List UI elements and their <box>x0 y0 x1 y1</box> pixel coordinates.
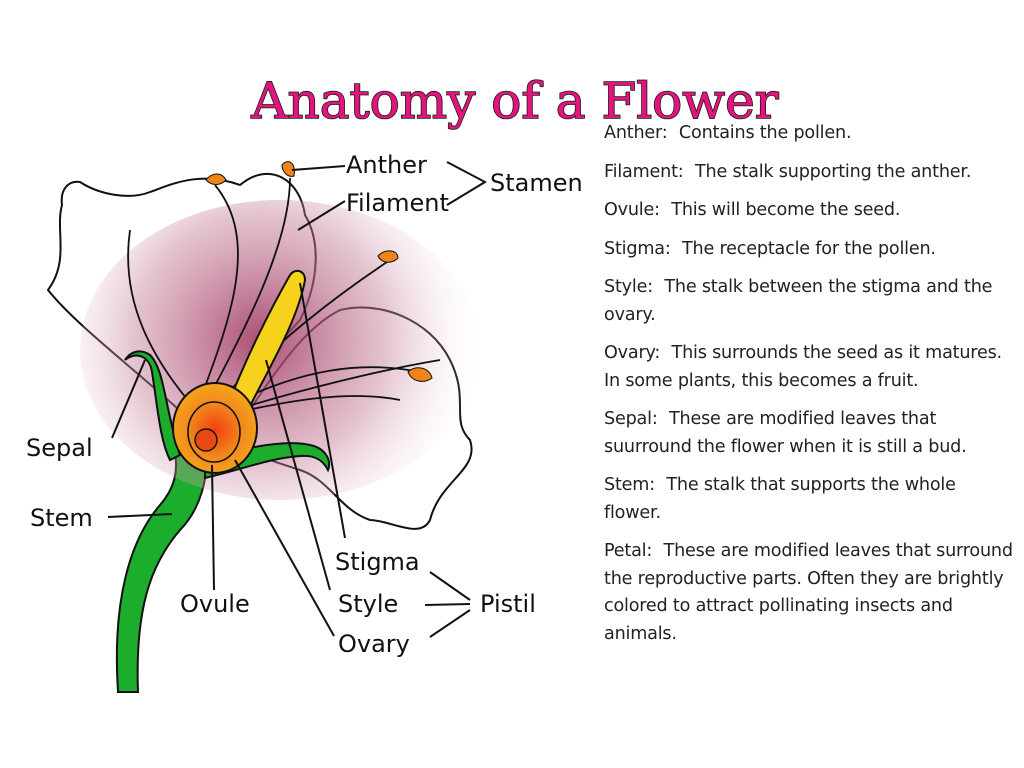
sepal-left <box>124 350 182 462</box>
label-filament: Filament <box>346 189 449 217</box>
definition-petal: Petal: These are modified leaves that su… <box>604 538 1016 648</box>
label-sepal: Sepal <box>26 434 93 462</box>
definition-text: The stalk between the stigma and the ova… <box>604 277 993 325</box>
flower-diagram: Anther Filament Stamen Sepal Stem Ovule … <box>26 151 583 693</box>
stem-shape <box>115 448 208 693</box>
title-text: Anatomy of a Flower <box>250 72 778 130</box>
definition-filament: Filament: The stalk supporting the anthe… <box>604 159 1016 187</box>
definition-term: Petal: <box>604 541 653 561</box>
leader-lines <box>107 161 488 638</box>
definition-term: Ovule: <box>604 200 660 220</box>
label-stigma: Stigma <box>335 548 420 576</box>
ovule-shape <box>194 428 218 452</box>
definition-term: Ovary: <box>604 343 661 363</box>
definition-term: Sepal: <box>604 409 658 429</box>
definition-text: The receptacle for the pollen. <box>681 238 936 259</box>
definition-style: Style: The stalk between the stigma and … <box>604 274 1016 329</box>
page-title: Anatomy of a Flower <box>240 66 800 136</box>
definition-term: Anther: <box>604 123 668 143</box>
ovary-shape <box>172 382 258 474</box>
definition-term: Stem: <box>604 475 655 495</box>
definition-term: Stigma: <box>604 238 671 259</box>
definition-text: These are modified leaves that suurround… <box>604 409 967 457</box>
label-anther: Anther <box>346 151 427 179</box>
definition-term: Style: <box>604 277 653 297</box>
label-style: Style <box>338 590 398 618</box>
label-ovule: Ovule <box>180 590 250 618</box>
anther-shapes <box>205 161 433 382</box>
definition-text: Contains the pollen. <box>678 123 852 143</box>
definition-text: This surrounds the seed as it matures. I… <box>604 343 1002 391</box>
definition-term: Filament: <box>604 161 684 182</box>
definition-stigma: Stigma: The receptacle for the pollen. <box>604 236 1016 264</box>
definition-anther: Anther: Contains the pollen. <box>604 120 1016 148</box>
definition-sepal: Sepal: These are modified leaves that su… <box>604 406 1016 461</box>
definition-ovule: Ovule: This will become the seed. <box>604 197 1016 225</box>
definition-text: This will become the seed. <box>671 200 901 220</box>
definitions-list: Anther: Contains the pollen. Filament: T… <box>604 120 1016 659</box>
label-stamen: Stamen <box>490 169 583 197</box>
definition-stem: Stem: The stalk that supports the whole … <box>604 472 1016 527</box>
style-shape <box>226 269 307 412</box>
definition-ovary: Ovary: This surrounds the seed as it mat… <box>604 340 1016 395</box>
definition-text: These are modified leaves that surround … <box>604 541 1013 644</box>
label-ovary: Ovary <box>338 630 410 658</box>
definition-text: The stalk that supports the whole flower… <box>604 475 956 523</box>
definition-text: The stalk supporting the anther. <box>694 161 972 182</box>
label-stem: Stem <box>30 504 93 532</box>
ovary-inner <box>187 401 241 463</box>
label-pistil: Pistil <box>480 590 536 618</box>
